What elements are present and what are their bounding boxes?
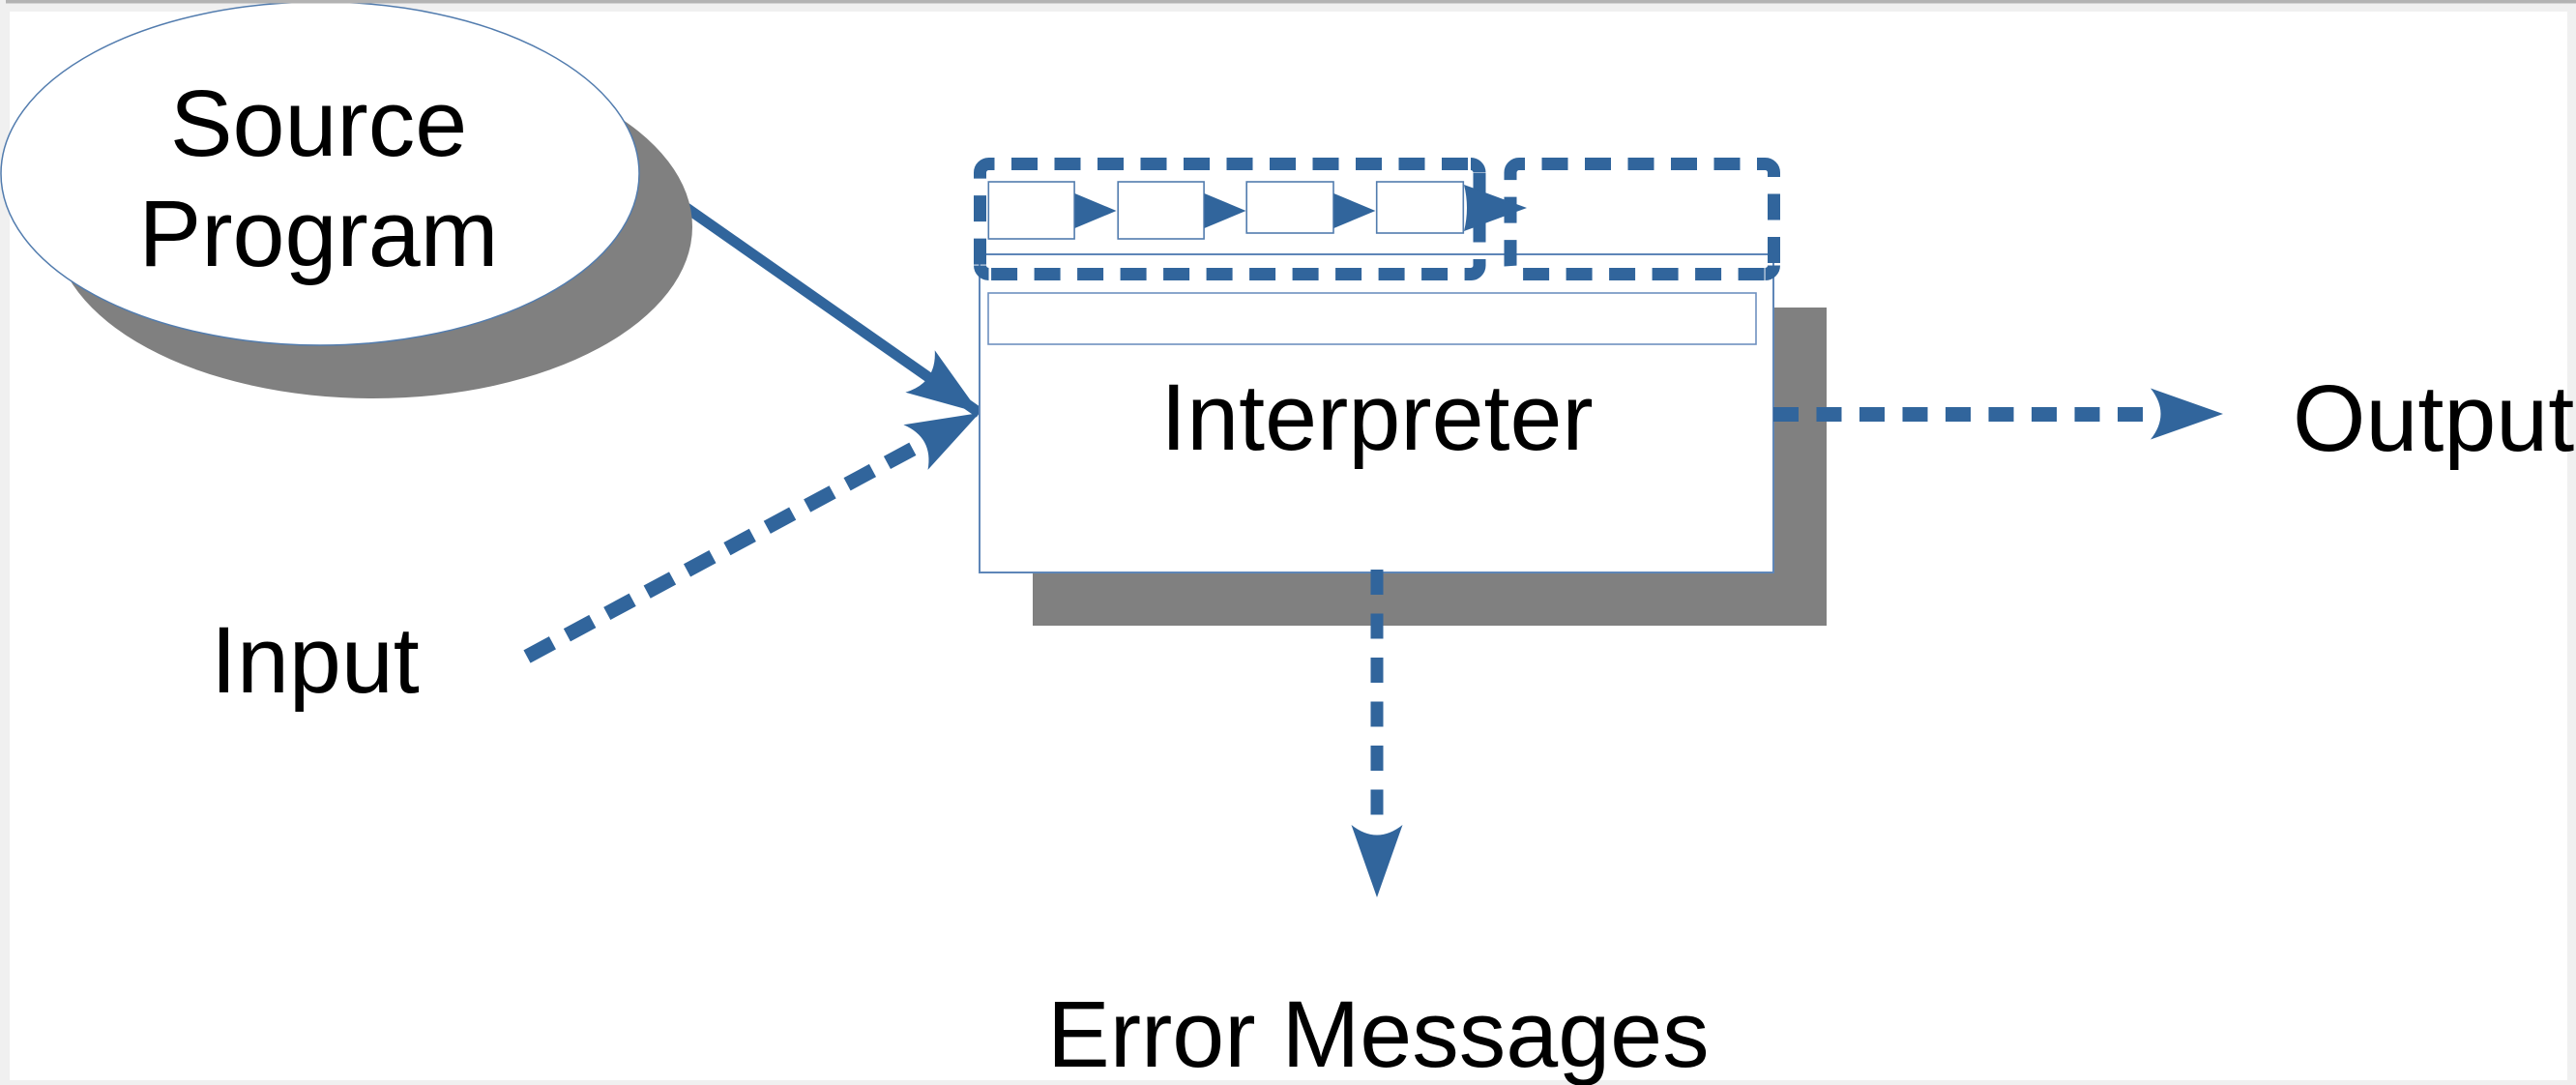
svg-text:Interpreter: Interpreter <box>1160 365 1594 470</box>
svg-text:Error Messages: Error Messages <box>1047 982 1710 1085</box>
svg-text:Input: Input <box>211 607 420 713</box>
svg-text:Output: Output <box>2293 366 2574 471</box>
svg-text:Program: Program <box>139 181 499 286</box>
svg-text:Source: Source <box>170 71 467 176</box>
